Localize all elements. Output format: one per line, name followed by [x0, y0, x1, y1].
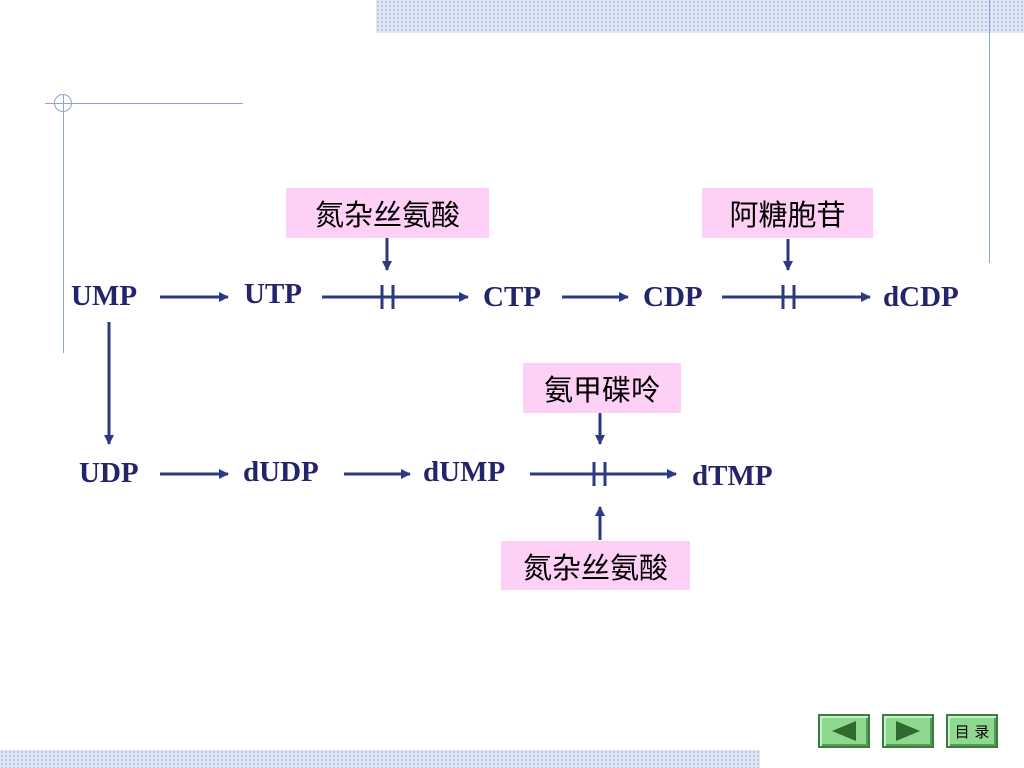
inhibitor-cytarabine: 阿糖胞苷	[702, 188, 873, 238]
next-slide-button[interactable]	[882, 714, 934, 748]
node-ctp: CTP	[483, 281, 541, 313]
node-ump: UMP	[71, 280, 138, 312]
top-pattern-band	[376, 0, 1024, 33]
node-cdp: CDP	[643, 281, 703, 313]
table-of-contents-button[interactable]: 目 录	[946, 714, 998, 748]
inhibitor-azaserine-top: 氮杂丝氨酸	[286, 188, 489, 238]
decorative-horizontal-line	[45, 103, 243, 104]
triangle-right-icon	[896, 721, 920, 741]
block-mark-dump-dtmp	[592, 462, 607, 486]
inhibitor-aminopterin: 氨甲碟呤	[523, 363, 681, 413]
node-udp: UDP	[79, 457, 139, 489]
node-dump: dUMP	[423, 456, 506, 488]
node-dudp: dUDP	[243, 456, 319, 488]
decorative-vertical-line-left	[63, 95, 64, 353]
block-mark-utp-ctp	[380, 285, 395, 309]
prev-slide-button[interactable]	[818, 714, 870, 748]
decorative-vertical-line-right	[989, 0, 990, 263]
triangle-left-icon	[832, 721, 856, 741]
node-dtmp: dTMP	[692, 460, 773, 492]
crosshair-decoration	[54, 94, 72, 112]
node-dcdp: dCDP	[883, 281, 959, 313]
bottom-pattern-band	[0, 750, 760, 768]
inhibitor-azaserine-bottom: 氮杂丝氨酸	[501, 541, 690, 590]
node-utp: UTP	[244, 278, 302, 310]
block-mark-cdp-dcdp	[781, 285, 796, 309]
